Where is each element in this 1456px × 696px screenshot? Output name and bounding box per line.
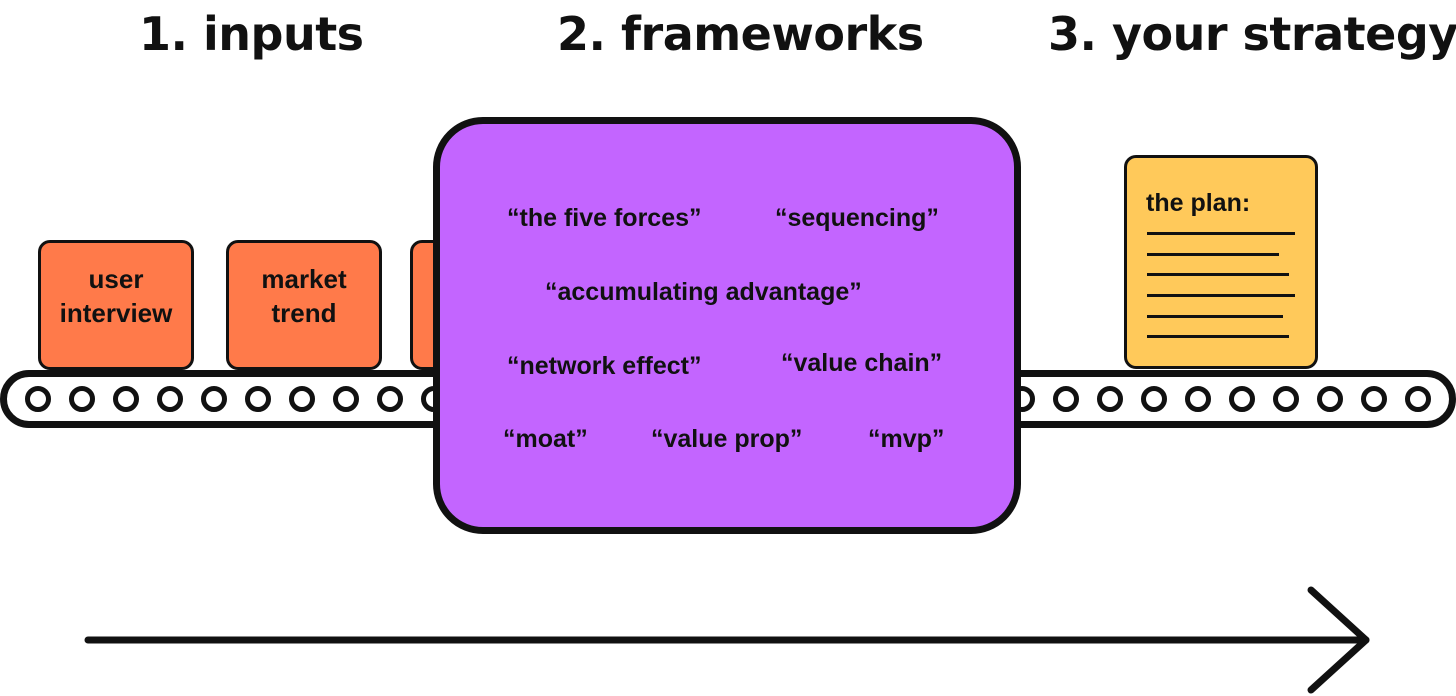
belt-roller-icon <box>1273 386 1299 412</box>
input-box-label-line2: trend <box>271 298 337 328</box>
plan-text-line <box>1147 273 1289 276</box>
plan-text-line <box>1147 315 1283 318</box>
belt-roller-icon <box>25 386 51 412</box>
belt-roller-icon <box>1185 386 1211 412</box>
belt-roller-icon <box>201 386 227 412</box>
belt-roller-icon <box>333 386 359 412</box>
plan-text-line <box>1147 253 1279 256</box>
plan-document: the plan: <box>1124 155 1318 369</box>
belt-roller-icon <box>1097 386 1123 412</box>
framework-label: “network effect” <box>507 352 702 380</box>
input-box-market-trend: market trend <box>226 240 382 370</box>
input-box-label-line1: user <box>88 264 144 294</box>
input-box-label-line1: market <box>261 264 347 294</box>
input-box-user-interview: user interview <box>38 240 194 370</box>
framework-label: “value chain” <box>781 349 943 377</box>
belt-roller-icon <box>1317 386 1343 412</box>
framework-label: “mvp” <box>868 425 945 453</box>
belt-roller-icon <box>1405 386 1431 412</box>
framework-label: “moat” <box>503 425 588 453</box>
heading-strategy: 3. your strategy <box>1048 7 1456 61</box>
input-box-label-line2: interview <box>59 298 173 328</box>
belt-roller-icon <box>113 386 139 412</box>
heading-inputs: 1. inputs <box>139 7 364 61</box>
plan-text-line <box>1147 232 1295 235</box>
framework-label: “the five forces” <box>507 204 702 232</box>
heading-frameworks: 2. frameworks <box>557 7 924 61</box>
belt-roller-icon <box>1361 386 1387 412</box>
belt-roller-icon <box>1141 386 1167 412</box>
belt-roller-icon <box>245 386 271 412</box>
plan-title: the plan: <box>1146 189 1251 217</box>
plan-text-line <box>1147 294 1295 297</box>
belt-roller-icon <box>1229 386 1255 412</box>
belt-roller-icon <box>289 386 315 412</box>
framework-label: “accumulating advantage” <box>545 278 862 306</box>
belt-roller-icon <box>157 386 183 412</box>
belt-roller-icon <box>69 386 95 412</box>
belt-roller-icon <box>377 386 403 412</box>
framework-label: “sequencing” <box>775 204 939 232</box>
plan-text-line <box>1147 335 1289 338</box>
belt-roller-icon <box>1053 386 1079 412</box>
conveyor-belt-right <box>990 370 1456 428</box>
frameworks-machine: “the five forces” “sequencing” “accumula… <box>433 117 1021 534</box>
framework-label: “value prop” <box>651 425 803 453</box>
